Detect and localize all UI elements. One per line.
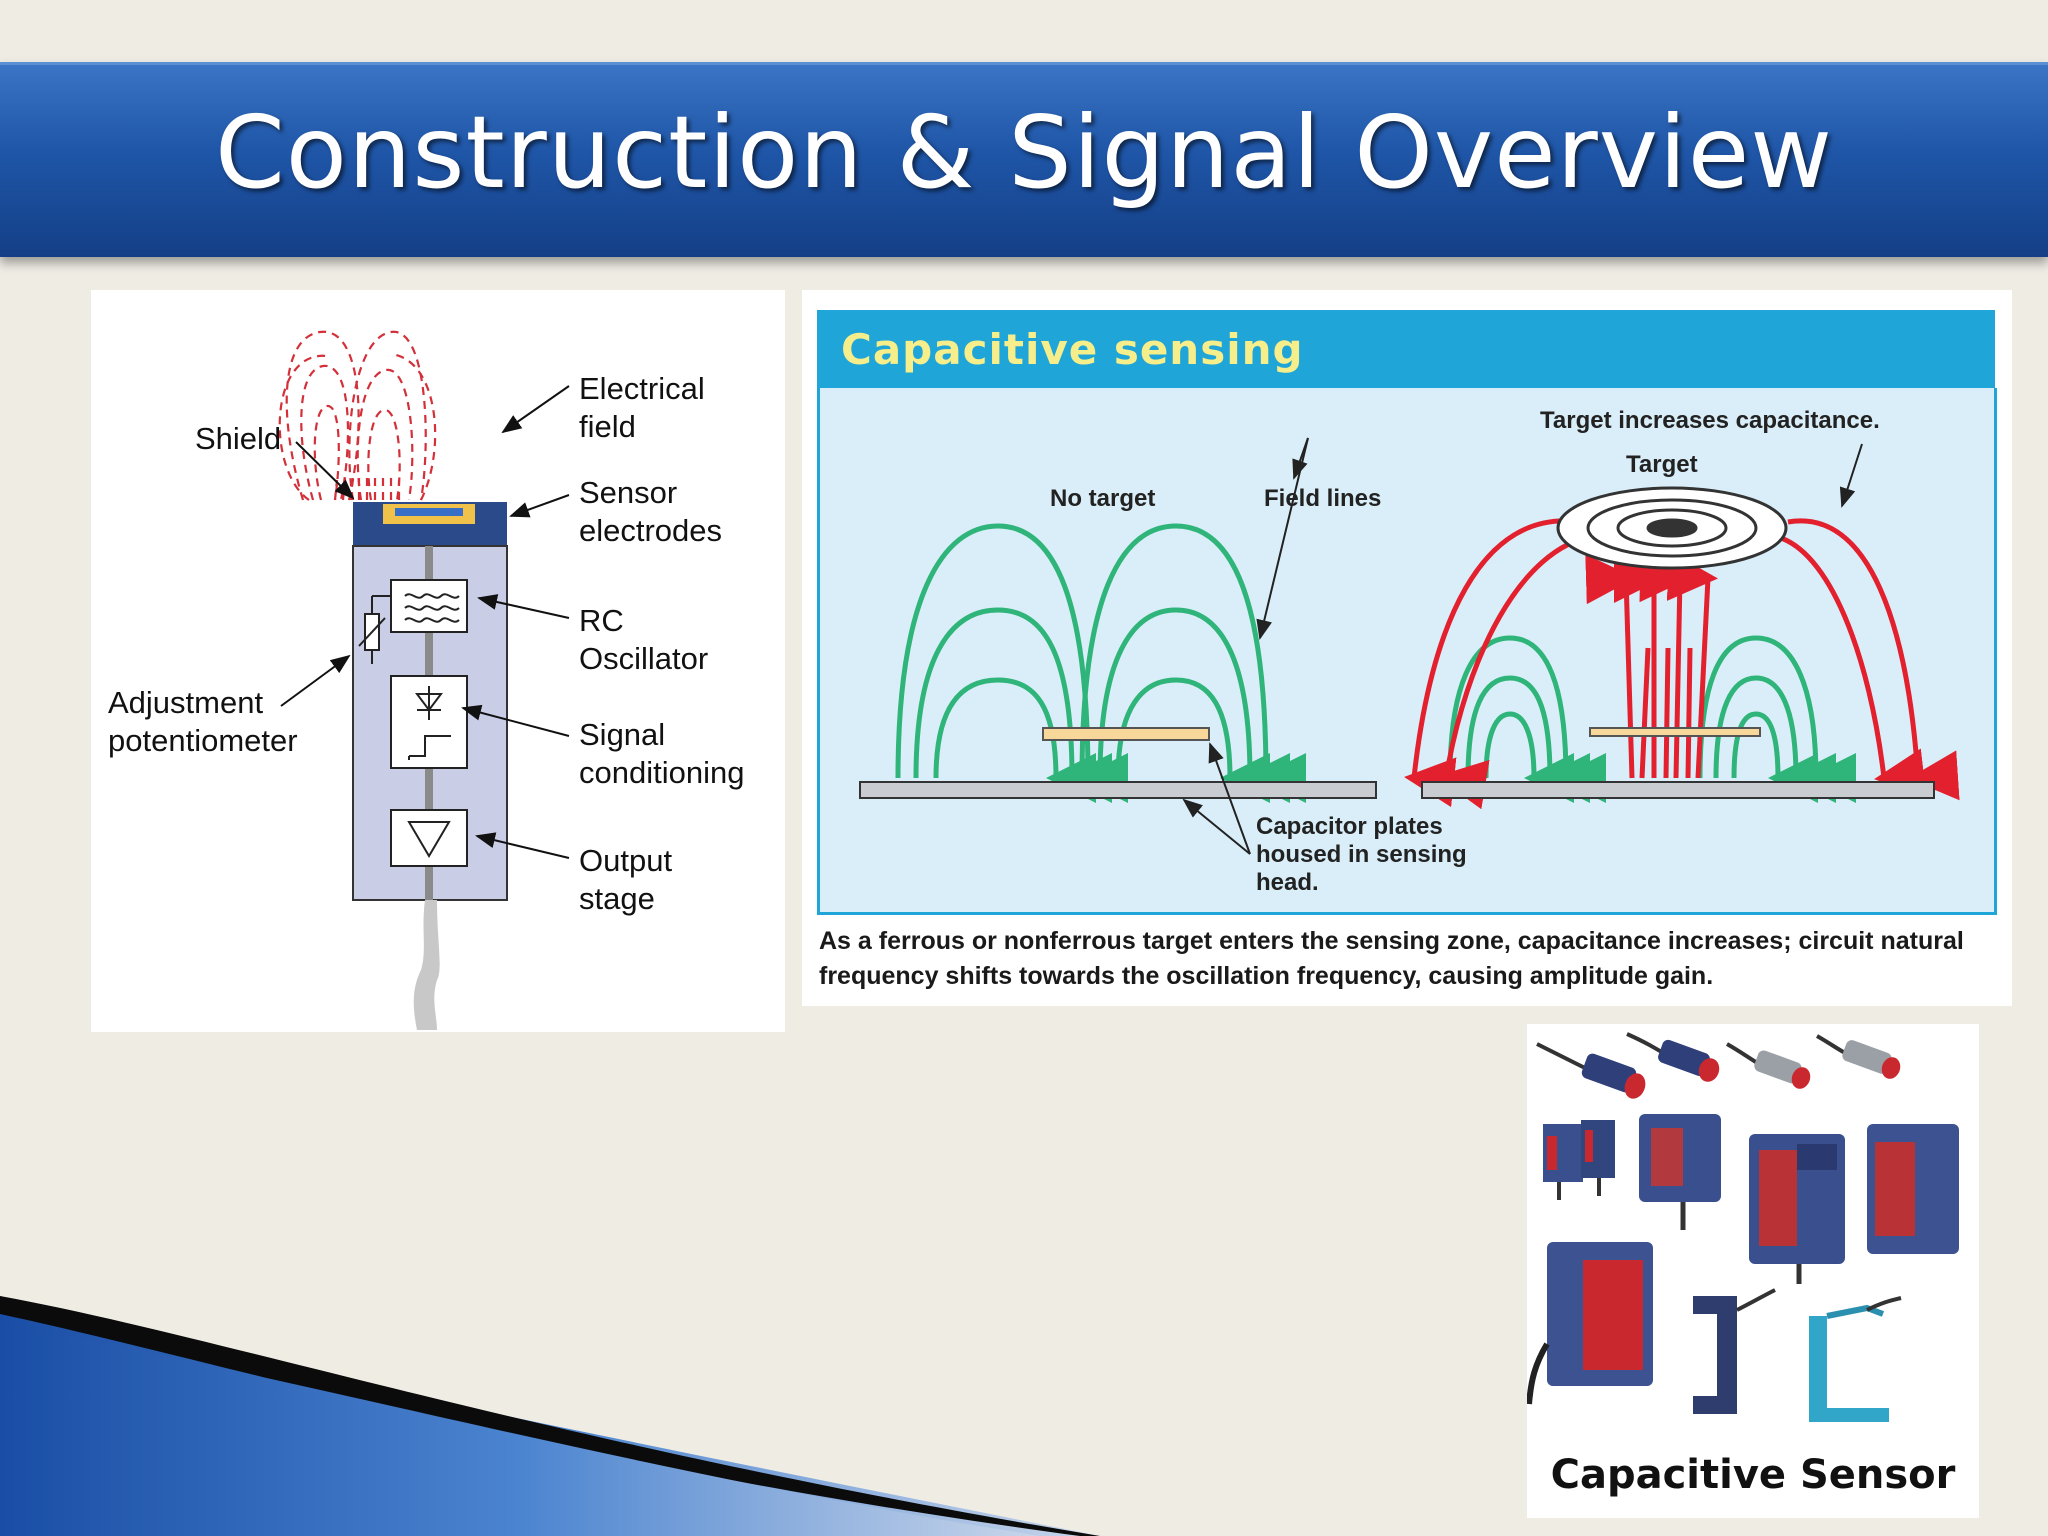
sensor-product-photo: Capacitive Sensor: [1527, 1024, 1979, 1518]
label-rc-oscillator-2: Oscillator: [579, 641, 709, 676]
sensor-cable: [413, 900, 440, 1030]
cylindrical-sensors: [1536, 1032, 1901, 1099]
label-shield: Shield: [195, 421, 282, 456]
photo-caption: Capacitive Sensor: [1550, 1452, 1956, 1498]
slide-title: Construction & Signal Overview: [214, 94, 1834, 211]
field-lines-diagram: [859, 437, 1960, 855]
label-sensor-electrodes-2: electrodes: [579, 513, 723, 548]
construction-diagram-panel: Shield Electrical field Sensor electrode…: [91, 290, 785, 1032]
sensing-plate-right: [1589, 727, 1761, 737]
no-target-field-lines: [895, 523, 1307, 803]
label-signal-conditioning-2: conditioning: [579, 755, 745, 790]
label-field-lines: Field lines: [1264, 485, 1382, 512]
label-rc-oscillator-1: RC: [579, 603, 624, 638]
label-adjustment-1: Adjustment: [108, 685, 264, 720]
capacitive-sensing-figure: Target increases capacitance. Target No …: [817, 388, 1997, 915]
label-adjustment-2: potentiometer: [108, 723, 298, 758]
fork-sensors: [1693, 1288, 1902, 1422]
label-capacitor-plates-2: housed in sensing: [1256, 841, 1467, 868]
construction-diagram: [278, 330, 570, 1030]
label-target-increases: Target increases capacitance.: [1540, 407, 1880, 434]
label-electrical-field-1: Electrical: [579, 371, 705, 406]
target-field-lines-red: [1404, 518, 1960, 810]
sensing-plate-left: [1042, 727, 1210, 741]
decorative-swoosh: [0, 1296, 1100, 1536]
label-capacitor-plates-1: Capacitor plates: [1256, 813, 1443, 840]
ground-plate-right: [1421, 781, 1935, 799]
label-output-stage-1: Output: [579, 843, 673, 878]
sensor-products-illustration: [1527, 1032, 1959, 1422]
label-capacitor-plates-3: head.: [1256, 869, 1319, 896]
label-signal-conditioning-1: Signal: [579, 717, 666, 752]
label-no-target: No target: [1050, 485, 1156, 512]
capacitive-sensing-caption: As a ferrous or nonferrous target enters…: [819, 927, 1964, 990]
capacitive-sensing-header: Capacitive sensing: [817, 310, 1995, 390]
electrical-field-lines: [278, 330, 437, 501]
label-target: Target: [1626, 451, 1698, 478]
capacitive-sensing-title: Capacitive sensing: [841, 325, 1304, 374]
large-box-sensor: [1527, 1242, 1653, 1405]
medium-box-sensors: [1639, 1114, 1959, 1284]
label-sensor-electrodes-1: Sensor: [579, 475, 678, 510]
label-output-stage-2: stage: [579, 881, 655, 916]
small-box-sensors: [1543, 1120, 1615, 1200]
ground-plate-left: [859, 781, 1377, 799]
target-field-lines-green: [1447, 635, 1857, 803]
target-upward-arrows: [1585, 551, 1718, 779]
label-electrical-field-2: field: [579, 409, 636, 444]
title-bar: Construction & Signal Overview: [0, 62, 2048, 257]
target-disc: [1556, 486, 1788, 570]
